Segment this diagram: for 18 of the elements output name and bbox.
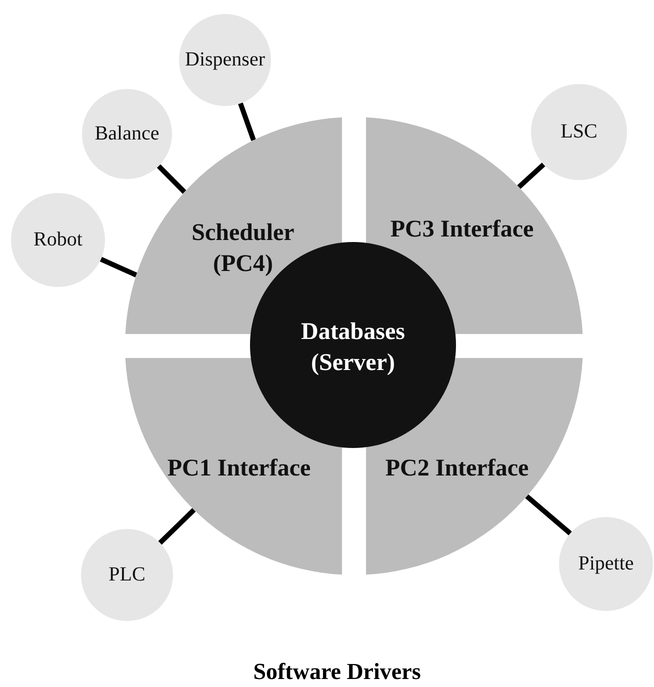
connector-line: [238, 102, 256, 142]
node-label: Scheduler (PC4): [190, 218, 296, 279]
node-label: PLC: [108, 564, 146, 586]
node-label: Databases (Server): [300, 318, 406, 378]
caption: Software Drivers: [253, 659, 421, 685]
node-label: LSC: [560, 120, 598, 144]
node-label: Balance: [94, 122, 160, 146]
node-label: Pipette: [578, 552, 634, 576]
connector-line: [517, 162, 546, 189]
node-label: Dispenser: [185, 48, 265, 72]
connector-line: [100, 256, 138, 278]
node-label: PC3 Interface: [390, 216, 534, 244]
connector-line: [158, 508, 196, 545]
connector-line: [525, 494, 572, 536]
node-label: PC1 Interface: [167, 456, 311, 482]
node-label: Robot: [34, 228, 82, 252]
connector-line: [156, 164, 186, 194]
node-label: PC2 Interface: [385, 456, 529, 482]
